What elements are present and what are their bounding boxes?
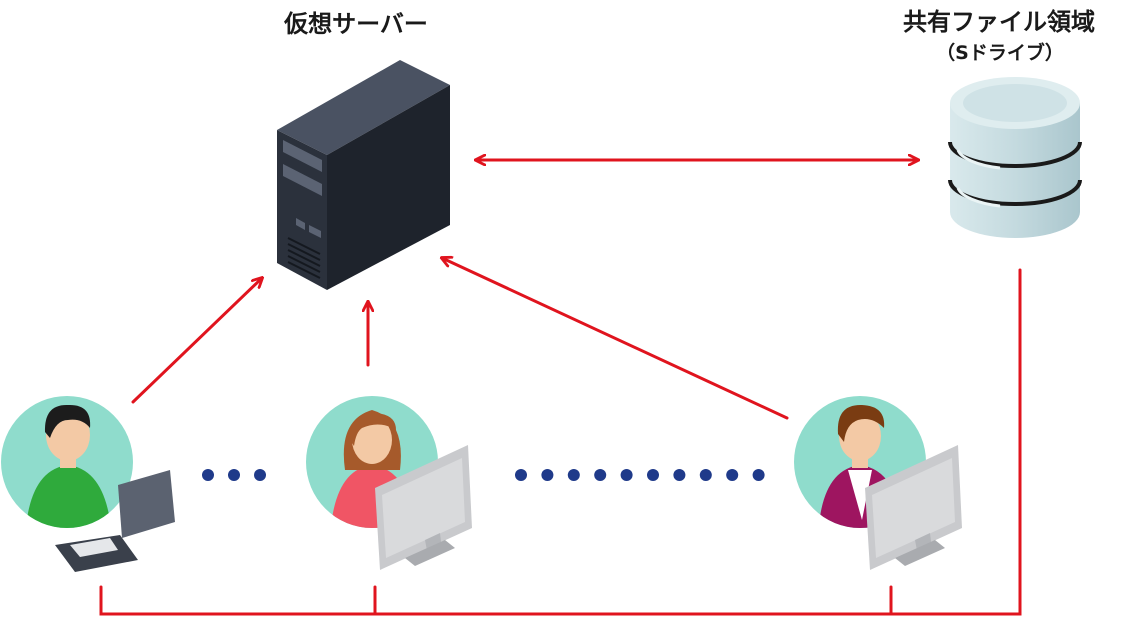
storage-connection-line	[99, 268, 1022, 616]
user-with-laptop-icon	[1, 396, 175, 572]
ellipsis-dot	[752, 469, 765, 481]
server-tower-icon	[277, 60, 450, 290]
ellipsis-dot	[254, 469, 266, 481]
ellipsis-dots-left	[202, 469, 266, 481]
storage-subtitle: （Sドライブ）	[936, 42, 1064, 64]
ellipsis-dot	[228, 469, 240, 481]
ellipsis-dots-right	[515, 469, 765, 481]
arrow-user1-server	[131, 278, 262, 404]
ellipsis-dot	[726, 469, 739, 481]
ellipsis-dot	[567, 469, 580, 481]
server-title: 仮想サーバー	[284, 10, 428, 38]
ellipsis-dot	[541, 469, 554, 481]
arrow-user3-server	[442, 258, 789, 420]
ellipsis-dot	[620, 469, 633, 481]
ellipsis-dot	[647, 469, 659, 481]
ellipsis-dot	[202, 469, 214, 481]
user-with-monitor-icon	[794, 396, 962, 570]
ellipsis-dot	[673, 469, 686, 481]
ellipsis-dot	[515, 469, 527, 481]
ellipsis-dot	[699, 469, 712, 481]
database-icon	[948, 77, 1082, 238]
ellipsis-dot	[594, 469, 607, 481]
storage-title: 共有ファイル領域	[903, 8, 1095, 36]
user-with-monitor-icon	[306, 396, 472, 570]
